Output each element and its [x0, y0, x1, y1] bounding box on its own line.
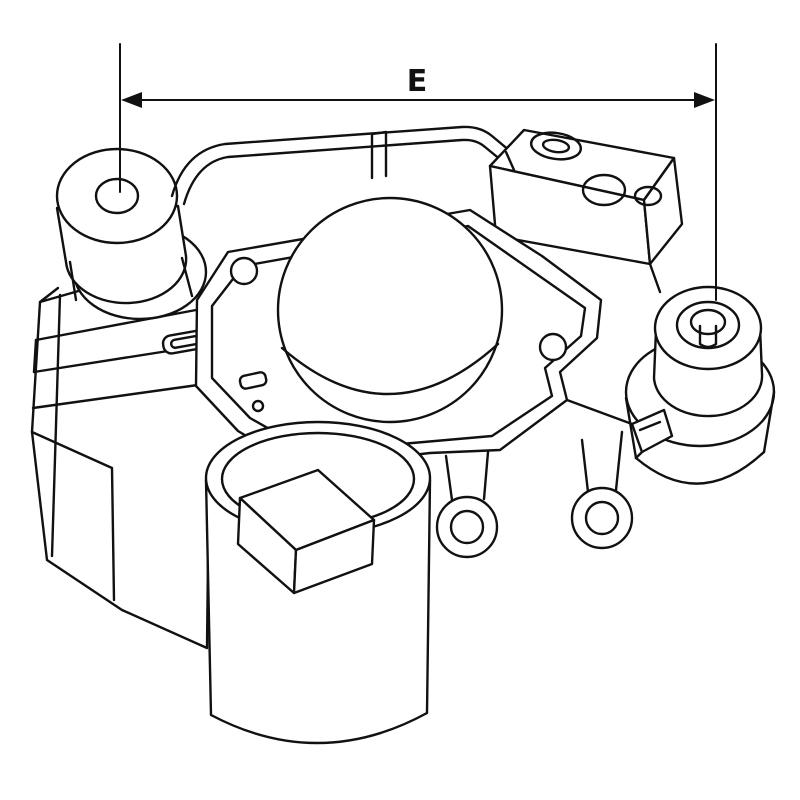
block-hole-2 — [633, 185, 663, 207]
boss-hole — [689, 308, 727, 336]
lug-right-outer — [570, 486, 634, 550]
plate-features — [229, 256, 568, 413]
dome-circle — [276, 196, 504, 424]
cylinder-top-face — [55, 147, 179, 245]
dome-base-arc — [280, 342, 500, 396]
lug-right-hole — [584, 500, 620, 536]
frame-wire — [170, 125, 530, 206]
cylinder-hole — [94, 177, 140, 215]
lug-left-hole — [449, 509, 485, 545]
mounting-lug-left — [435, 450, 499, 559]
plate-boss-left — [229, 256, 259, 286]
center-dome — [276, 196, 504, 424]
dimension-annotation: E — [119, 43, 717, 301]
connector-block — [488, 128, 684, 266]
plate-pin — [251, 399, 265, 413]
right-tab — [630, 408, 674, 454]
left-arrowhead-icon — [121, 92, 142, 108]
block-slot-inner — [541, 138, 571, 154]
block-hole-1 — [581, 173, 627, 207]
brush-holder-slot — [236, 468, 376, 595]
wire-tab — [370, 130, 388, 180]
lug-left-outer — [435, 495, 499, 559]
plate-inner-outline — [210, 224, 587, 454]
block-slot-outer — [529, 131, 583, 161]
right-boss — [624, 262, 776, 485]
left-bracket — [30, 268, 211, 650]
slot-front-face — [292, 518, 376, 595]
plate-boss-right — [538, 332, 568, 362]
block-right-face — [642, 156, 684, 266]
cup-bottom — [634, 450, 766, 485]
mounting-lug-right — [570, 430, 634, 550]
dimension-label: E — [407, 64, 428, 99]
plate-clip — [238, 371, 268, 390]
top-left-cylinder — [55, 147, 208, 321]
right-arrowhead-icon — [694, 92, 715, 108]
